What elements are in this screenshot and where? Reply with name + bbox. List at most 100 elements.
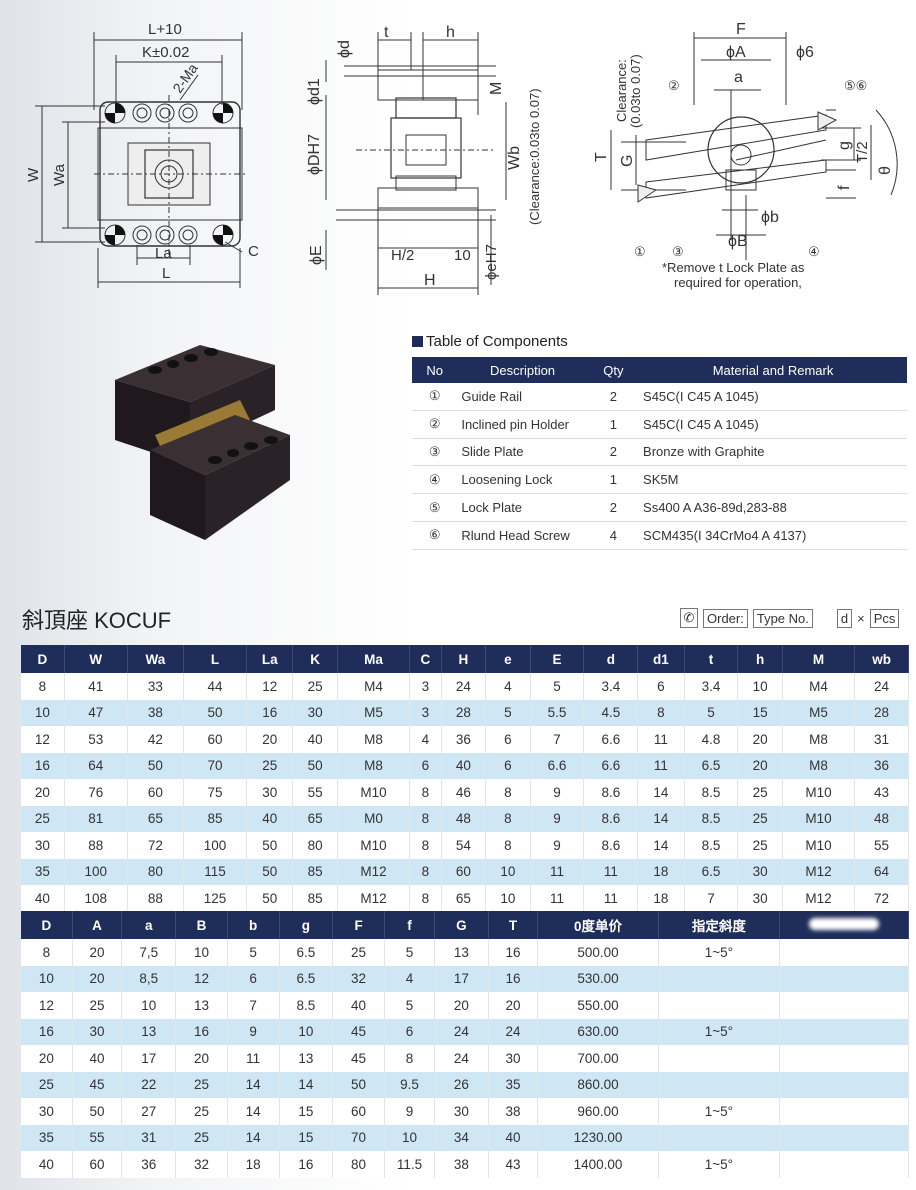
table1-cell: 4.8 bbox=[684, 726, 739, 753]
table2-cell: 20 bbox=[72, 939, 123, 966]
table2-cell: 630.00 bbox=[537, 1018, 659, 1045]
table2-cell: 60 bbox=[332, 1098, 385, 1125]
table1-cell: 8 bbox=[485, 832, 531, 859]
table1-header-cell: L bbox=[183, 645, 248, 673]
table1-cell: 7 bbox=[684, 885, 739, 912]
table2-cell: 13 bbox=[121, 1018, 177, 1045]
table1-cell: 14 bbox=[637, 779, 685, 806]
table1-header-cell: t bbox=[684, 645, 739, 673]
table2-cell: 30 bbox=[488, 1045, 539, 1072]
table1-cell: 11 bbox=[637, 752, 685, 779]
table2-cell: 40 bbox=[21, 1151, 73, 1178]
table1-cell: M4 bbox=[782, 673, 856, 700]
table1-cell: 8.5 bbox=[684, 779, 739, 806]
components-header-cell: Qty bbox=[587, 357, 640, 383]
table1-cell: 9 bbox=[530, 832, 585, 859]
table2-cell: 20 bbox=[21, 1045, 73, 1072]
table2-cell: 11 bbox=[227, 1045, 280, 1072]
table1-cell: M12 bbox=[337, 885, 411, 912]
table2-cell bbox=[779, 965, 909, 992]
table1-cell: 53 bbox=[64, 726, 128, 753]
table1-cell: 50 bbox=[183, 699, 248, 726]
table1-cell: 72 bbox=[127, 832, 185, 859]
table2-cell: 25 bbox=[72, 992, 123, 1019]
table1-cell: 41 bbox=[64, 673, 128, 700]
dim-t: t bbox=[384, 24, 389, 41]
table1-cell: 80 bbox=[292, 832, 338, 859]
product-photo bbox=[115, 345, 290, 540]
table2-cell: 6 bbox=[384, 1018, 436, 1045]
dim-dh7: ϕDH7 bbox=[306, 134, 323, 175]
table2-cell: 50 bbox=[332, 1071, 385, 1098]
table1-cell: 6.6 bbox=[583, 752, 639, 779]
table2-cell: 34 bbox=[434, 1124, 489, 1151]
dim-F: F bbox=[736, 21, 746, 38]
table1-cell: M10 bbox=[782, 805, 856, 832]
table2-cell: 16 bbox=[488, 965, 539, 992]
table2-cell bbox=[779, 1151, 909, 1178]
components-cell-no: ④ bbox=[412, 465, 458, 495]
table2-cell: 17 bbox=[121, 1045, 177, 1072]
table1-cell: 11 bbox=[583, 858, 639, 885]
table2-cell: 10 bbox=[384, 1124, 436, 1151]
components-cell-qty: 1 bbox=[587, 410, 640, 439]
table1-cell: 10 bbox=[737, 673, 783, 700]
table1-cell: 6 bbox=[637, 673, 685, 700]
table1-cell: 100 bbox=[64, 858, 128, 885]
table2-cell: 4 bbox=[384, 965, 436, 992]
dim-G: G bbox=[619, 155, 636, 167]
table2-cell: 13 bbox=[175, 992, 228, 1019]
table2-cell: 860.00 bbox=[537, 1071, 659, 1098]
table2-header-cell: 指定斜度 bbox=[658, 911, 781, 939]
table2-cell: 43 bbox=[488, 1151, 539, 1178]
table2-cell: 30 bbox=[434, 1098, 489, 1125]
table1-header-cell: wb bbox=[854, 645, 909, 673]
table2-cell: 45 bbox=[72, 1071, 123, 1098]
table1-cell: M10 bbox=[337, 779, 411, 806]
table1-cell: 24 bbox=[441, 673, 487, 700]
dim-B: ϕB bbox=[728, 233, 748, 250]
table2-header-cell: f bbox=[384, 911, 436, 939]
table1-cell: 64 bbox=[64, 752, 128, 779]
table1-cell: 8 bbox=[637, 699, 685, 726]
table1-cell: 18 bbox=[637, 885, 685, 912]
table2-cell: 24 bbox=[434, 1018, 489, 1045]
table2-cell: 38 bbox=[434, 1151, 489, 1178]
components-cell-no: ③ bbox=[412, 438, 458, 467]
dim-theta: θ bbox=[877, 166, 894, 175]
table1-header-cell: M bbox=[782, 645, 856, 673]
table2-cell: 6.5 bbox=[279, 965, 334, 992]
table2-cell: 6.5 bbox=[279, 939, 334, 966]
table1-cell: 60 bbox=[183, 726, 248, 753]
front-view-drawing: L+10 K±0.02 2-Ma W Wa La L C bbox=[25, 21, 259, 288]
table2-cell: 11.5 bbox=[384, 1151, 436, 1178]
dim-h2: H/2 bbox=[391, 247, 414, 264]
table2-cell bbox=[779, 1018, 909, 1045]
table2-header-cell: b bbox=[227, 911, 280, 939]
components-cell-no: ② bbox=[412, 410, 458, 439]
table1-cell: 6.6 bbox=[583, 726, 639, 753]
components-header-cell: Material and Remark bbox=[639, 357, 907, 383]
table1-cell: 85 bbox=[292, 885, 338, 912]
table1-cell: 65 bbox=[292, 805, 338, 832]
table1-cell: 125 bbox=[183, 885, 248, 912]
table1-cell: 48 bbox=[441, 805, 487, 832]
table1-cell: 44 bbox=[183, 673, 248, 700]
table1-cell: 81 bbox=[64, 805, 128, 832]
table2-cell: 25 bbox=[175, 1098, 228, 1125]
table1-cell: 50 bbox=[246, 885, 294, 912]
dim-T: T bbox=[593, 152, 610, 162]
dim-h: h bbox=[446, 24, 455, 41]
table2-cell: 18 bbox=[227, 1151, 280, 1178]
table2-header-cell: T bbox=[488, 911, 539, 939]
table2-cell: 45 bbox=[332, 1045, 385, 1072]
table2-cell: 16 bbox=[21, 1018, 73, 1045]
table2-cell: 27 bbox=[121, 1098, 177, 1125]
components-cell-qty: 2 bbox=[587, 493, 640, 522]
order-format: ✆ Order: Type No. d × Pcs bbox=[680, 608, 900, 628]
table2-cell: 14 bbox=[227, 1124, 280, 1151]
table1-cell: 4 bbox=[485, 673, 531, 700]
